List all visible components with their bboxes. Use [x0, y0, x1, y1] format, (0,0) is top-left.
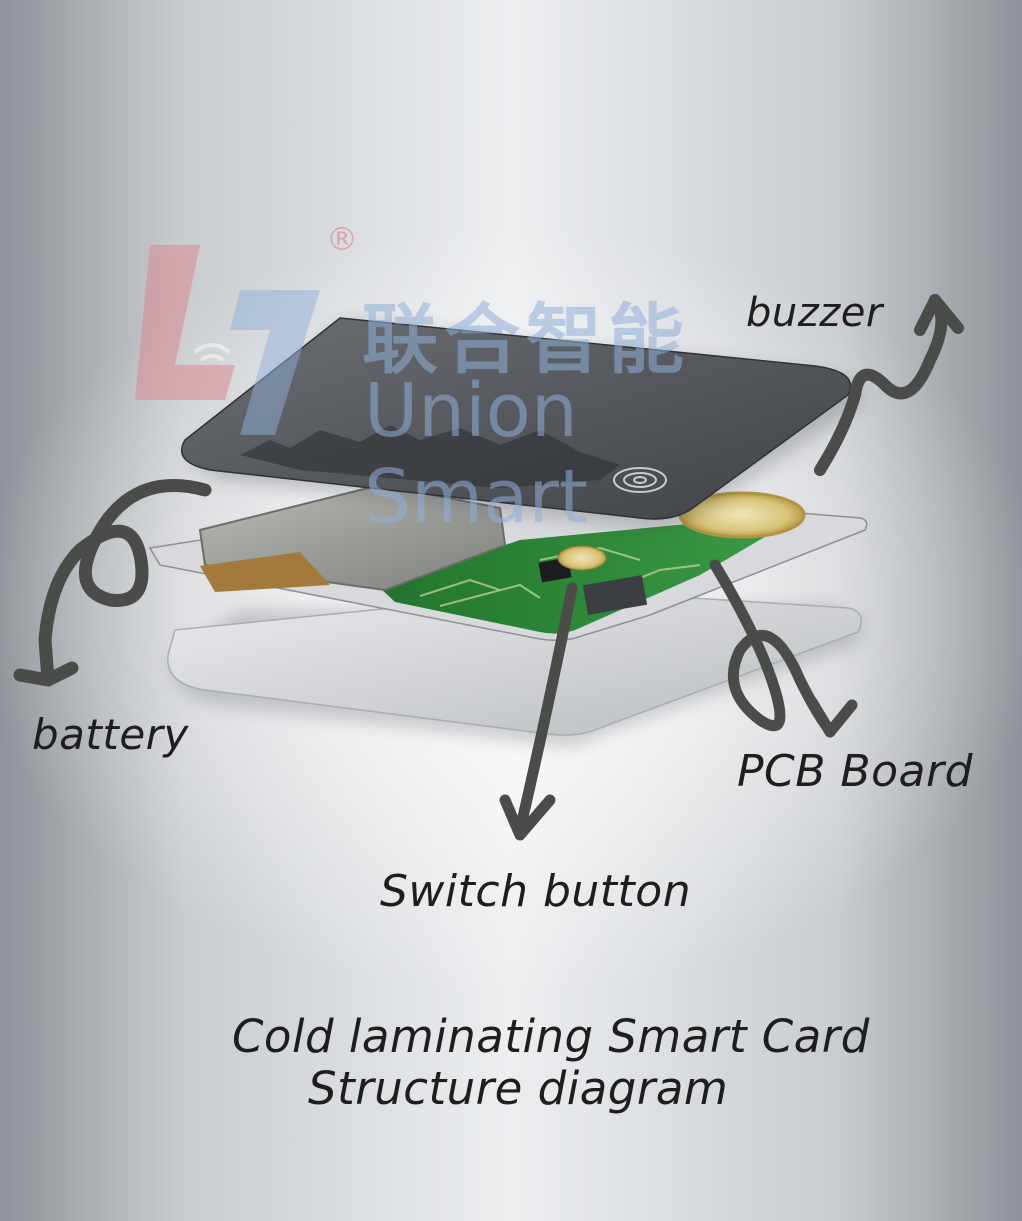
label-switch-button: Switch button [380, 866, 692, 917]
watermark-chinese-text: 联合智能 [362, 295, 690, 384]
bottom-card-layer [167, 589, 863, 747]
top-card-layer [180, 317, 861, 529]
pcb-board [380, 520, 780, 634]
caption-line-1: Cold laminating Smart Card [232, 1010, 870, 1063]
buzzer-arrow [814, 294, 964, 476]
watermark-english-text: Union Smart [364, 368, 588, 540]
label-battery: battery [32, 710, 189, 759]
nfc-symbol-icon [613, 467, 667, 493]
caption-line-2: Structure diagram [308, 1062, 729, 1115]
pcb-layer [148, 483, 868, 642]
card-skyline-print [240, 425, 620, 488]
pcb-board-arrow [709, 559, 858, 738]
watermark-logo-mark [135, 245, 320, 435]
switch-button-arrow [499, 582, 578, 841]
switch-button-part [557, 545, 607, 571]
label-pcb-board: PCB Board [737, 746, 974, 797]
arrows [13, 294, 964, 841]
registered-mark: ® [326, 220, 358, 258]
battery-contact [200, 552, 330, 592]
label-buzzer: buzzer [746, 290, 883, 336]
pcb-chip-2 [582, 575, 648, 615]
watermark: ® 联合智能 Union Smart [130, 220, 820, 540]
battery-arrow [13, 479, 212, 687]
